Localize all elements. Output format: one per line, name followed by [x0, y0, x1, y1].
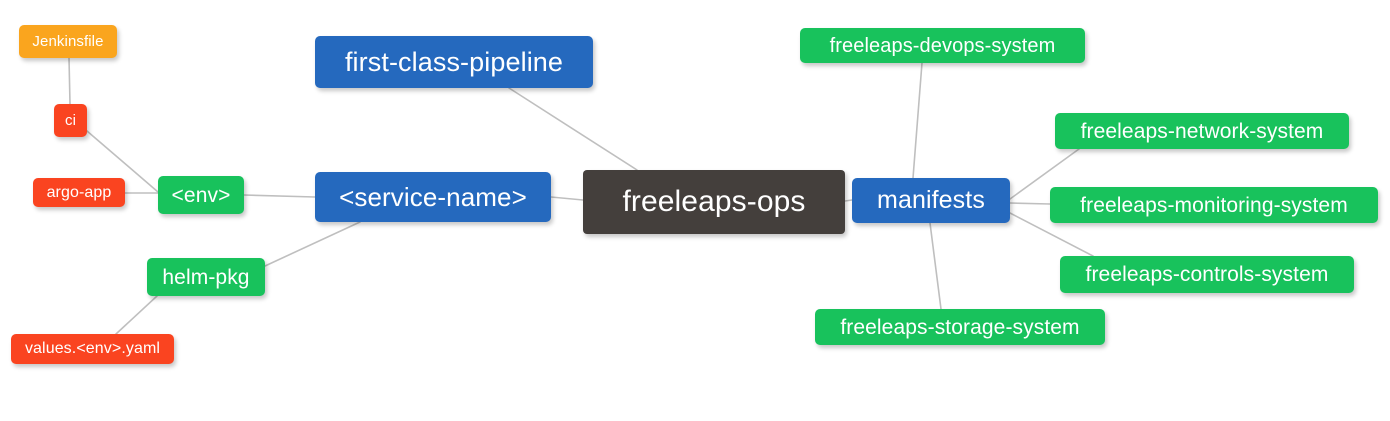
node-helm-pkg[interactable]: helm-pkg [147, 258, 265, 296]
node-jenkinsfile[interactable]: Jenkinsfile [19, 25, 117, 58]
node-label-ci: ci [64, 112, 77, 129]
node-values-yaml[interactable]: values.<env>.yaml [11, 334, 174, 364]
node-ci[interactable]: ci [54, 104, 87, 137]
edge-service-name-to-env [243, 194, 316, 198]
node-env[interactable]: <env> [158, 176, 244, 214]
node-label-freeleaps-controls-system: freeleaps-controls-system [1085, 263, 1329, 286]
node-freeleaps-network-system[interactable]: freeleaps-network-system [1055, 113, 1349, 149]
node-label-freeleaps-monitoring-system: freeleaps-monitoring-system [1080, 193, 1348, 217]
node-label-values-yaml: values.<env>.yaml [24, 340, 161, 357]
node-manifests[interactable]: manifests [852, 178, 1010, 223]
node-freeleaps-storage-system[interactable]: freeleaps-storage-system [815, 309, 1105, 345]
node-freeleaps-ops[interactable]: freeleaps-ops [583, 170, 845, 234]
node-freeleaps-controls-system[interactable]: freeleaps-controls-system [1060, 256, 1354, 293]
node-label-manifests: manifests [877, 186, 985, 214]
node-label-first-class-pipeline: first-class-pipeline [344, 46, 564, 77]
node-label-freeleaps-network-system: freeleaps-network-system [1080, 119, 1324, 143]
node-service-name[interactable]: <service-name> [315, 172, 551, 222]
node-label-freeleaps-devops-system: freeleaps-devops-system [829, 34, 1056, 57]
node-argo-app[interactable]: argo-app [33, 178, 125, 207]
node-label-freeleaps-ops: freeleaps-ops [622, 185, 806, 218]
edge-manifests-to-freeleaps-storage-system [929, 222, 942, 310]
edge-helm-pkg-to-values-yaml [115, 295, 158, 335]
edge-freeleaps-ops-to-manifests [844, 199, 853, 202]
edge-manifests-to-freeleaps-devops-system [912, 62, 923, 179]
node-label-env: <env> [171, 183, 231, 207]
edge-manifests-to-freeleaps-monitoring-system [1009, 202, 1051, 205]
node-label-helm-pkg: helm-pkg [162, 265, 250, 289]
node-freeleaps-monitoring-system[interactable]: freeleaps-monitoring-system [1050, 187, 1378, 223]
edge-freeleaps-ops-to-first-class-pipeline [508, 87, 638, 171]
edge-service-name-to-helm-pkg [264, 221, 361, 267]
node-freeleaps-devops-system[interactable]: freeleaps-devops-system [800, 28, 1085, 63]
node-label-service-name: <service-name> [339, 182, 527, 212]
edge-freeleaps-ops-to-service-name [550, 196, 584, 201]
node-label-argo-app: argo-app [46, 183, 112, 201]
node-label-freeleaps-storage-system: freeleaps-storage-system [840, 315, 1080, 339]
node-first-class-pipeline[interactable]: first-class-pipeline [315, 36, 593, 88]
edge-ci-to-jenkinsfile [68, 57, 71, 105]
node-label-jenkinsfile: Jenkinsfile [32, 33, 104, 50]
